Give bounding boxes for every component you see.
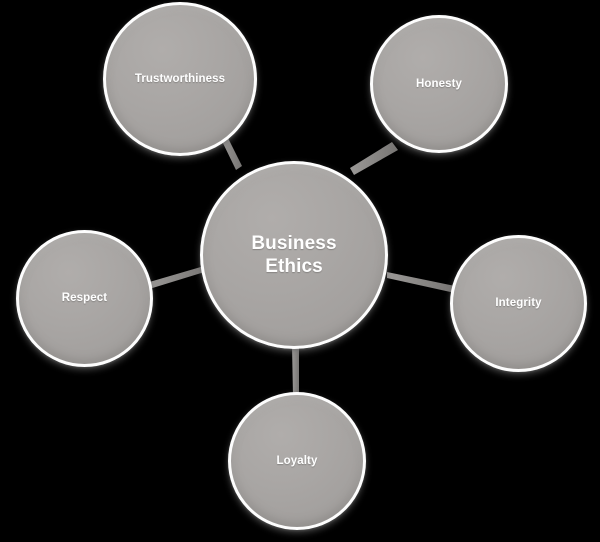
node-label-line1: Business — [251, 232, 337, 254]
connector-center-respect — [146, 264, 211, 290]
node-trustworthiness[interactable]: Trustworthiness — [103, 2, 257, 156]
node-integrity[interactable]: Integrity — [450, 235, 587, 372]
connector-center-honesty — [350, 142, 398, 175]
node-respect[interactable]: Respect — [16, 230, 153, 367]
connector-center-trustworthiness — [219, 135, 242, 170]
node-label-trustworthiness: Trustworthiness — [134, 72, 226, 85]
node-label-line2: Ethics — [265, 256, 323, 277]
node-label-respect: Respect — [61, 292, 108, 305]
node-loyalty[interactable]: Loyalty — [228, 392, 366, 530]
node-honesty[interactable]: Honesty — [370, 15, 508, 153]
connector-center-integrity — [387, 272, 455, 293]
node-label-honesty: Honesty — [415, 77, 463, 90]
connector-center-loyalty — [292, 345, 299, 396]
node-label-loyalty: Loyalty — [276, 454, 318, 467]
node-label-integrity: Integrity — [495, 297, 542, 310]
